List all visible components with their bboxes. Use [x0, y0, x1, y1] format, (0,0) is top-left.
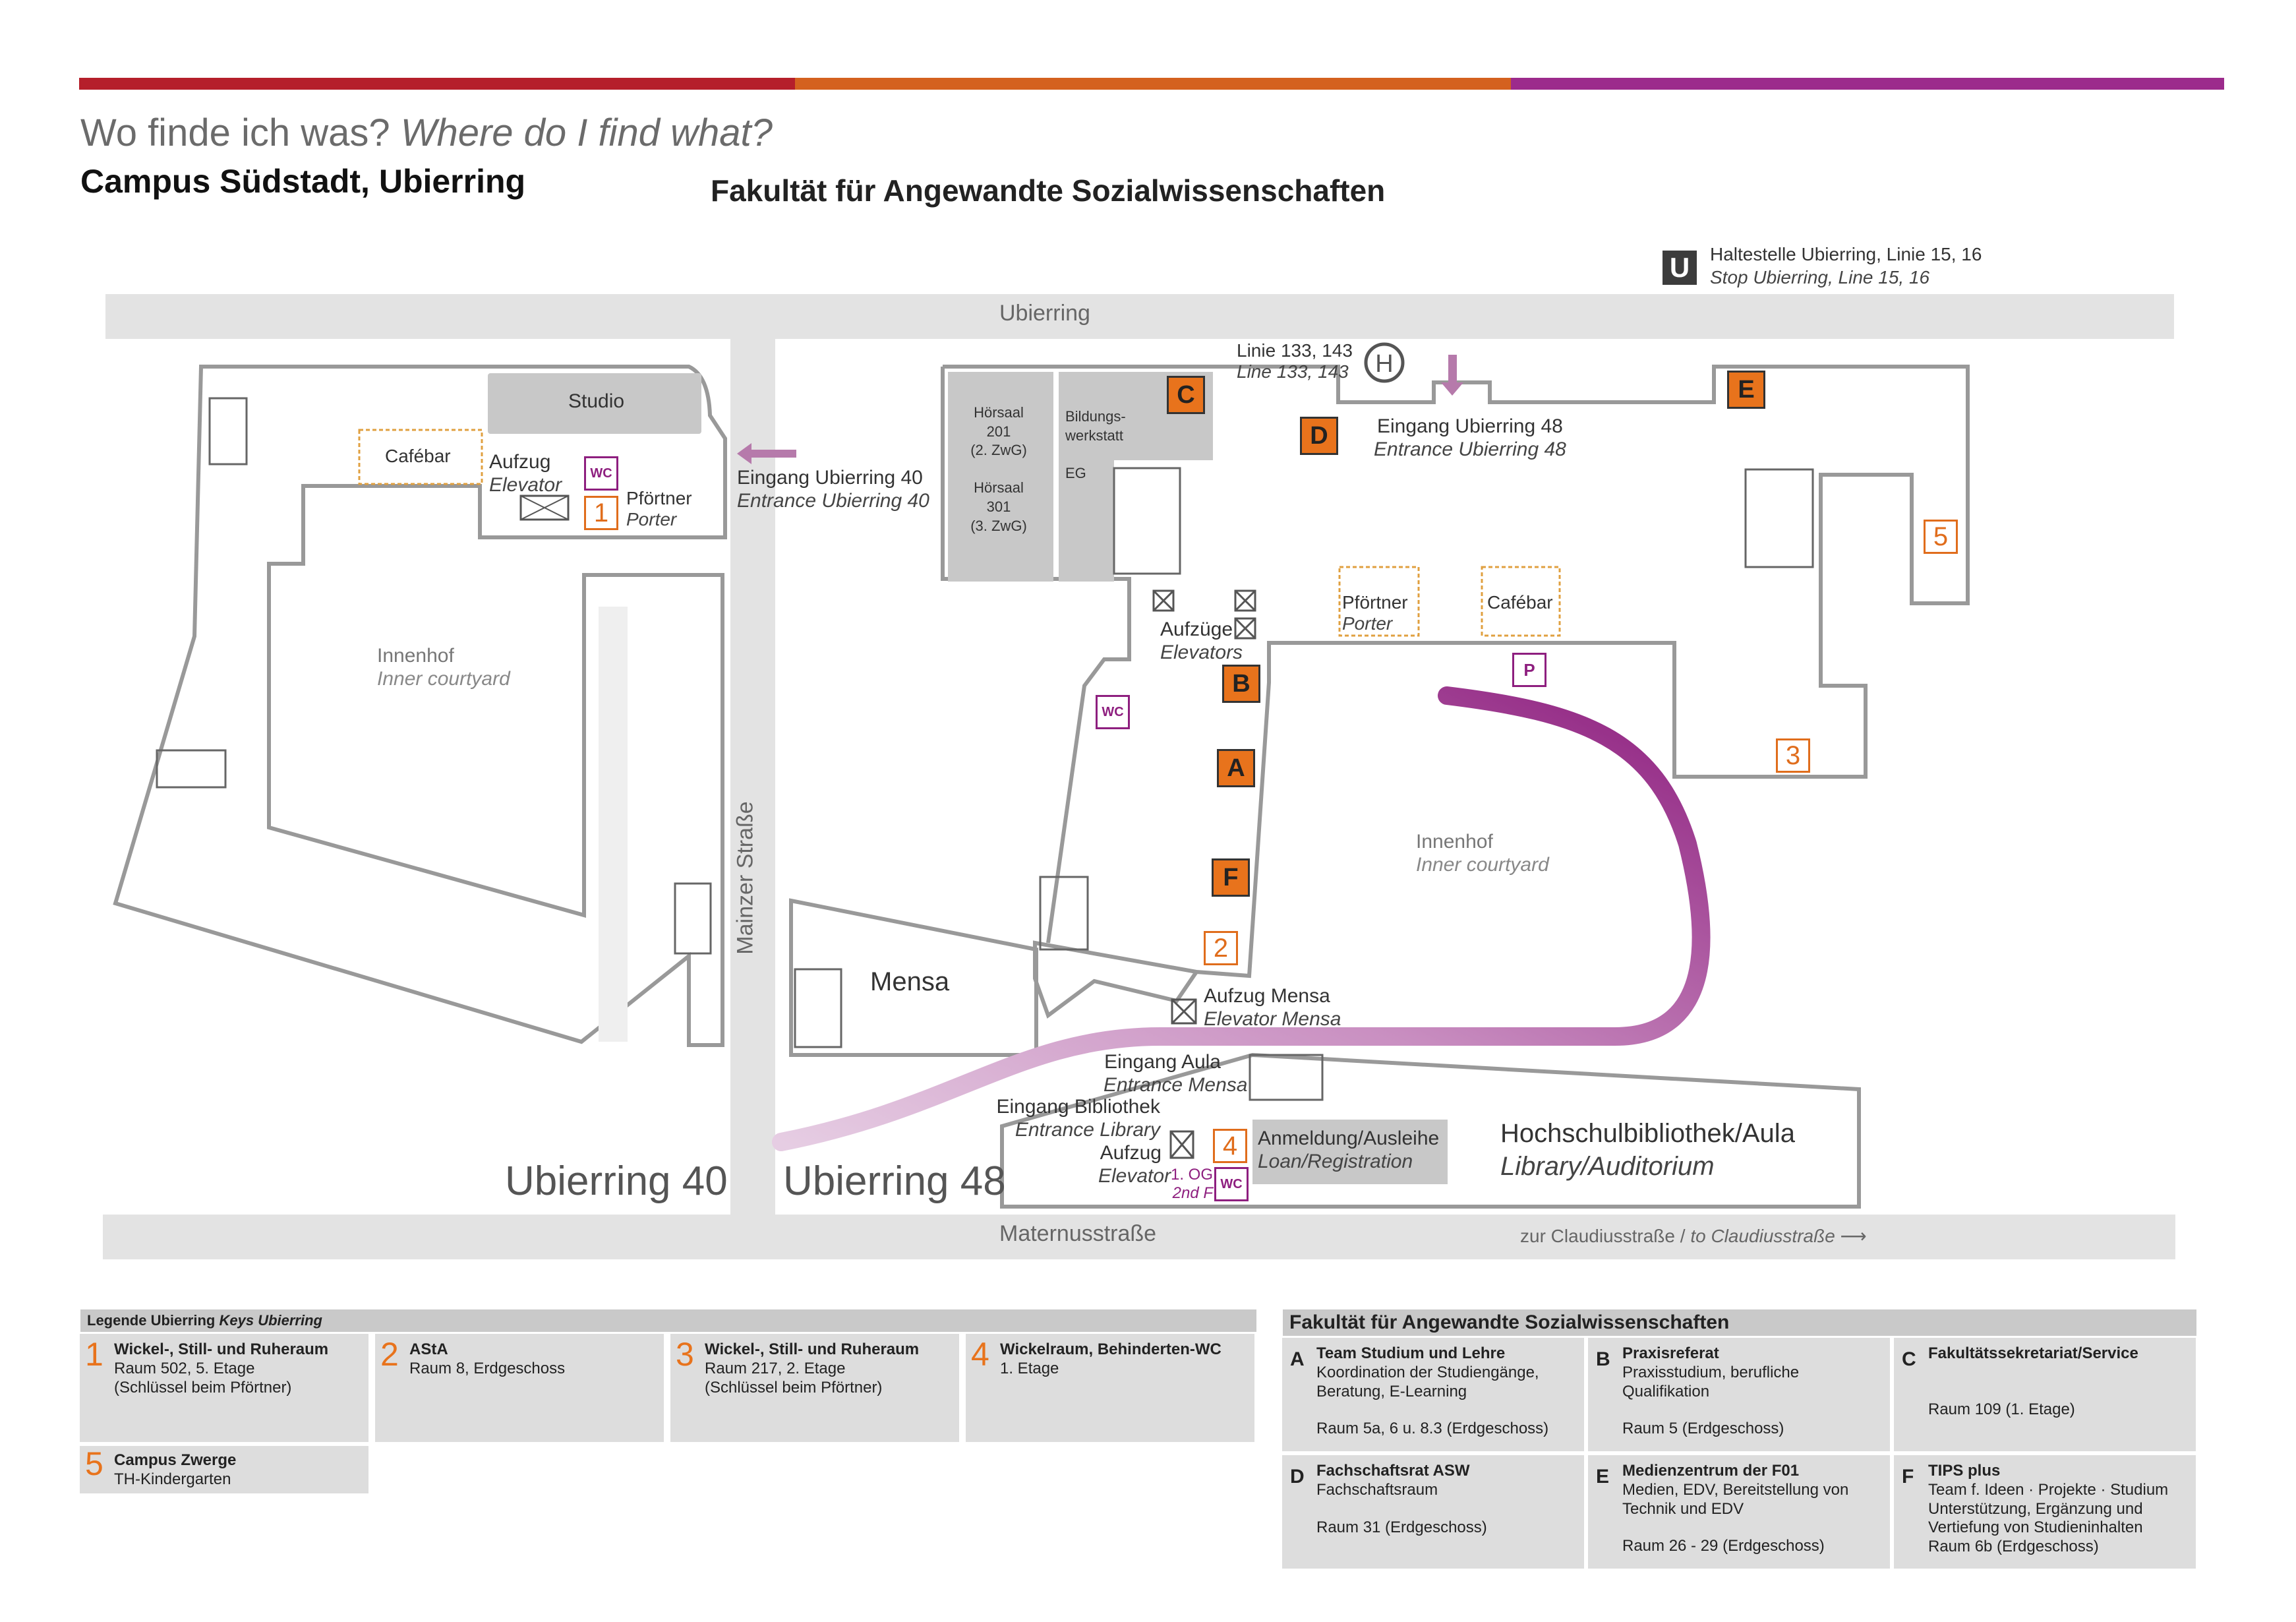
header-bar-red [79, 78, 795, 90]
badge-c: C [1167, 376, 1205, 414]
wc-accessible-icon-bib: WC [1214, 1167, 1249, 1201]
page-title: Wo finde ich was? Where do I find what? [80, 111, 773, 154]
entrance-u40-arrow [737, 443, 796, 464]
badge-d: D [1300, 417, 1338, 455]
legend-marker-5: 5 [1924, 520, 1958, 554]
street-ubierring [105, 294, 2174, 339]
cafebar-u40-label: Cafébar [385, 446, 451, 466]
header-bar-purple [1511, 78, 2224, 90]
faculty-title: Fakultät für Angewandte Sozialwissenscha… [711, 173, 1386, 208]
anmeldung-box [1252, 1120, 1448, 1184]
badge-a: A [1217, 749, 1255, 787]
svg-text:H: H [1375, 350, 1393, 378]
street-maternus [103, 1215, 2175, 1259]
legend-marker-4: 4 [1213, 1129, 1247, 1163]
street-mainzer [730, 339, 775, 1216]
bildungs-block-lower [1059, 460, 1114, 582]
hoersaal-block [948, 372, 1053, 582]
wc-accessible-icon: WC [584, 456, 618, 491]
building-u40-outline [113, 365, 727, 1047]
mensa-label: Mensa [870, 967, 950, 996]
legend-marker-3: 3 [1776, 738, 1810, 773]
campus-title: Campus Südstadt, Ubierring [80, 163, 526, 200]
studio-label: Studio [568, 390, 625, 412]
ubahn-icon: U [1663, 251, 1697, 285]
legend-marker-2: 2 [1204, 931, 1238, 965]
courtyard-strip [599, 607, 628, 1042]
bus-stop-icon [1364, 342, 1405, 383]
wc-accessible-icon-u48: WC [1096, 695, 1130, 729]
studio-room [488, 373, 701, 434]
legend-marker-1: 1 [584, 496, 618, 530]
legend-left-header: Legende Ubierring Keys Ubierring [80, 1309, 1256, 1332]
parking-accessible-icon: P [1512, 653, 1546, 687]
badge-b: B [1222, 665, 1260, 703]
route-path [772, 686, 1711, 1151]
cafebar-u40 [358, 429, 483, 485]
building-u40-name: Ubierring 40 [505, 1158, 728, 1204]
header-bar-orange [795, 78, 1511, 90]
street-claudius-label: zur Claudiusstraße / to Claudiusstraße ⟶ [1520, 1226, 1867, 1246]
street-maternus-label: Maternusstraße [999, 1221, 1157, 1246]
cafebar-u48-label: Cafébar [1487, 592, 1553, 613]
building-u48-name: Ubierring 48 [783, 1158, 1006, 1204]
street-ubierring-label: Ubierring [999, 301, 1090, 326]
library-outline [1000, 1052, 1861, 1209]
badge-e: E [1727, 371, 1765, 409]
legend-right-header: Fakultät für Angewandte Sozialwissenscha… [1283, 1309, 2196, 1336]
entrance-u48-arrow [1441, 355, 1463, 396]
badge-f: F [1212, 858, 1250, 897]
